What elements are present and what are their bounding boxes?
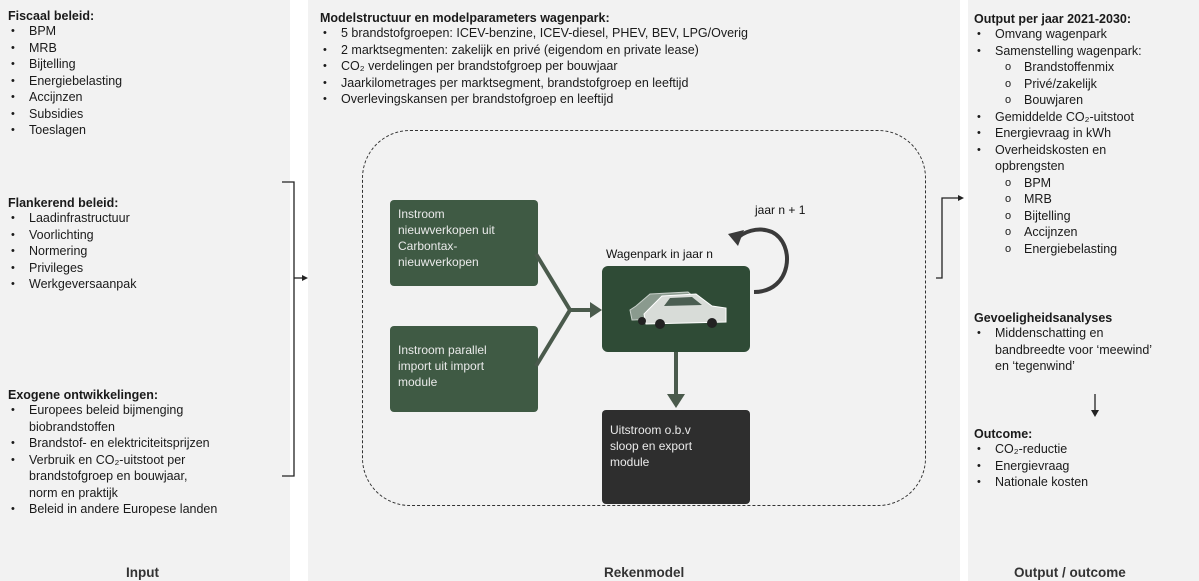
output-sublist-2: BPM MRB Bijtelling Accijnzen Energiebela… [974, 175, 1196, 258]
sensitivity-list: Middenschatting en bandbreedte voor ‘mee… [974, 325, 1196, 375]
box-line: Carbontax- [398, 239, 458, 253]
list-item: Energievraag [974, 458, 1196, 475]
sub-item: Bouwjaren [974, 92, 1196, 109]
flank-section: Flankerend beleid: Laadinfrastructuur Vo… [8, 196, 136, 293]
output-section: Output per jaar 2021-2030: Omvang wagenp… [974, 12, 1196, 257]
list-item: Gemiddelde CO₂-uitstoot [974, 109, 1196, 126]
list-item: Omvang wagenpark [974, 26, 1196, 43]
list-item: Overheidskosten en [974, 142, 1196, 159]
flank-list: Laadinfrastructuur Voorlichting Normerin… [8, 210, 136, 293]
list-item: Normering [8, 243, 136, 260]
list-item: CO₂ verdelingen per brandstofgroep per b… [320, 58, 950, 75]
output-list-2: Gemiddelde CO₂-uitstoot Energievraag in … [974, 109, 1196, 175]
exo-title: Exogene ontwikkelingen: [8, 388, 159, 402]
box-line: module [398, 375, 438, 389]
fleet-box [602, 266, 750, 352]
list-item: Laadinfrastructuur [8, 210, 136, 227]
inflow-import-box: Instroom parallel import uit import modu… [390, 326, 538, 412]
list-item-continuation: biobrandstoffen [29, 419, 115, 434]
outcome-arrow [1091, 394, 1099, 417]
sub-item: BPM [974, 175, 1196, 192]
model-list: 5 brandstofgroepen: ICEV-benzine, ICEV-d… [320, 25, 950, 108]
output-footer: Output / outcome [1014, 565, 1126, 580]
sub-item: Energiebelasting [974, 241, 1196, 258]
list-item: Privileges [8, 260, 136, 277]
list-item: Werkgeversaanpak [8, 276, 136, 293]
list-item: Voorlichting [8, 227, 136, 244]
merge-arrows [534, 252, 602, 368]
list-item: Overlevingskansen per brandstofgroep en … [320, 91, 950, 108]
fleet-label: Wagenpark in jaar n [606, 247, 713, 261]
box-line: nieuwverkopen [398, 255, 479, 269]
list-item: Toeslagen [8, 122, 122, 139]
output-list: Omvang wagenpark Samenstelling wagenpark… [974, 26, 1196, 59]
list-item-continuation: en ‘tegenwind’ [995, 359, 1075, 373]
fiscal-list: BPM MRB Bijtelling Energiebelasting Acci… [8, 23, 122, 139]
loop-label: jaar n + 1 [755, 203, 806, 217]
list-item: Subsidies [8, 106, 122, 123]
exo-section: Exogene ontwikkelingen: Europees beleid … [8, 388, 217, 518]
loop-arrow [728, 227, 789, 294]
box-line: Instroom [398, 207, 445, 221]
list-item: Energiebelasting [8, 73, 122, 90]
output-title: Output per jaar 2021-2030: [974, 12, 1132, 26]
cars-icon [629, 291, 727, 329]
list-item: CO₂-reductie [974, 441, 1196, 458]
sensitivity-title: Gevoeligheidsanalyses [974, 311, 1113, 325]
list-item: Brandstof- en elektriciteitsprijzen [8, 435, 217, 452]
sub-item: Bijtelling [974, 208, 1196, 225]
list-item: Europees beleid bijmenging [8, 402, 217, 419]
list-item: Accijnzen [8, 89, 122, 106]
fiscal-title: Fiscaal beleid: [8, 9, 95, 23]
model-frame [362, 130, 926, 506]
box-line: module [610, 455, 650, 469]
outcome-list: CO₂-reductie Energievraag Nationale kost… [974, 441, 1196, 491]
input-footer: Input [126, 565, 159, 580]
sub-item: MRB [974, 191, 1196, 208]
output-sublist: Brandstoffenmix Privé/zakelijk Bouwjaren [974, 59, 1196, 109]
box-line: sloop en export [610, 439, 693, 453]
exo-list: Europees beleid bijmenging biobrandstoff… [8, 402, 217, 518]
fiscal-section: Fiscaal beleid: BPM MRB Bijtelling Energ… [8, 9, 122, 139]
model-title: Modelstructuur en modelparameters wagenp… [320, 11, 610, 25]
list-item: BPM [8, 23, 122, 40]
list-item: Verbruik en CO₂-uitstoot per [8, 452, 217, 469]
box-line: nieuwverkopen uit [398, 223, 495, 237]
list-item-continuation: bandbreedte voor ‘meewind’ [995, 342, 1153, 357]
list-item: 5 brandstofgroepen: ICEV-benzine, ICEV-d… [320, 25, 950, 42]
outcome-section: Outcome: CO₂-reductie Energievraag Natio… [974, 427, 1196, 491]
sub-item: Brandstoffenmix [974, 59, 1196, 76]
list-item: 2 marktsegmenten: zakelijk en privé (eig… [320, 42, 950, 59]
list-item: Jaarkilometrages per marktsegment, brand… [320, 75, 950, 92]
input-bracket [282, 181, 308, 477]
list-item-continuation: opbrengsten [995, 159, 1065, 173]
list-item-continuation: brandstofgroep en bouwjaar, [29, 469, 188, 483]
model-footer: Rekenmodel [604, 565, 685, 580]
list-item: Samenstelling wagenpark: [974, 43, 1196, 60]
flank-title: Flankerend beleid: [8, 196, 119, 210]
sensitivity-section: Gevoeligheidsanalyses Middenschatting en… [974, 311, 1196, 375]
list-item: Beleid in andere Europese landen [8, 501, 217, 518]
sub-item: Privé/zakelijk [974, 76, 1196, 93]
list-item: Energievraag in kWh [974, 125, 1196, 142]
outflow-box: Uitstroom o.b.v sloop en export module [602, 410, 750, 504]
list-item: MRB [8, 40, 122, 57]
list-item: Bijtelling [8, 56, 122, 73]
sub-item: Accijnzen [974, 224, 1196, 241]
list-item-continuation: norm en praktijk [29, 485, 118, 500]
list-item: Nationale kosten [974, 474, 1196, 491]
output-bracket [936, 195, 964, 279]
box-line: Uitstroom o.b.v [610, 423, 691, 437]
model-header: Modelstructuur en modelparameters wagenp… [320, 11, 950, 108]
list-item: Middenschatting en [974, 325, 1196, 342]
box-line: import uit import [398, 359, 485, 373]
outcome-title: Outcome: [974, 427, 1033, 441]
down-arrow [667, 352, 685, 408]
box-line: Instroom parallel [398, 343, 487, 357]
inflow-new-box: Instroom nieuwverkopen uit Carbontax- ni… [390, 200, 538, 286]
